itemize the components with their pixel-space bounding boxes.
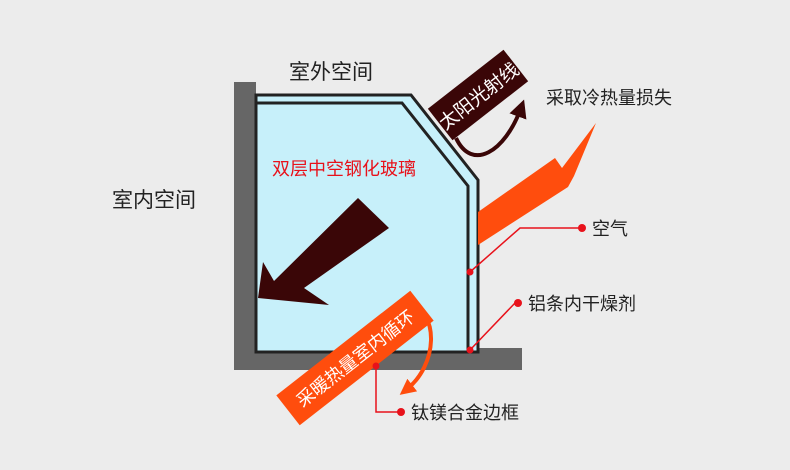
glass-heat-arrow: [258, 198, 389, 305]
inner-glass-pane: [256, 101, 470, 352]
outdoor-space-label: 室外空间: [289, 60, 373, 84]
solar-reflection-arrow: [454, 99, 527, 158]
desiccant-callout: [466, 299, 522, 354]
indoor-space-label: 室内空间: [112, 188, 196, 212]
air-label: 空气: [592, 219, 628, 240]
frame-callout: [372, 362, 405, 416]
desiccant-label: 铝条内干燥剂: [528, 294, 636, 315]
heat-loss-label: 采取冷热量损失: [546, 88, 672, 109]
frame-label: 钛镁合金边框: [411, 403, 519, 424]
heat-loss-arrow: [478, 123, 596, 245]
air-callout: [466, 224, 586, 276]
glass-label: 双层中空钢化玻璃: [272, 159, 416, 180]
indoor-circulation-arrow: [399, 300, 433, 395]
